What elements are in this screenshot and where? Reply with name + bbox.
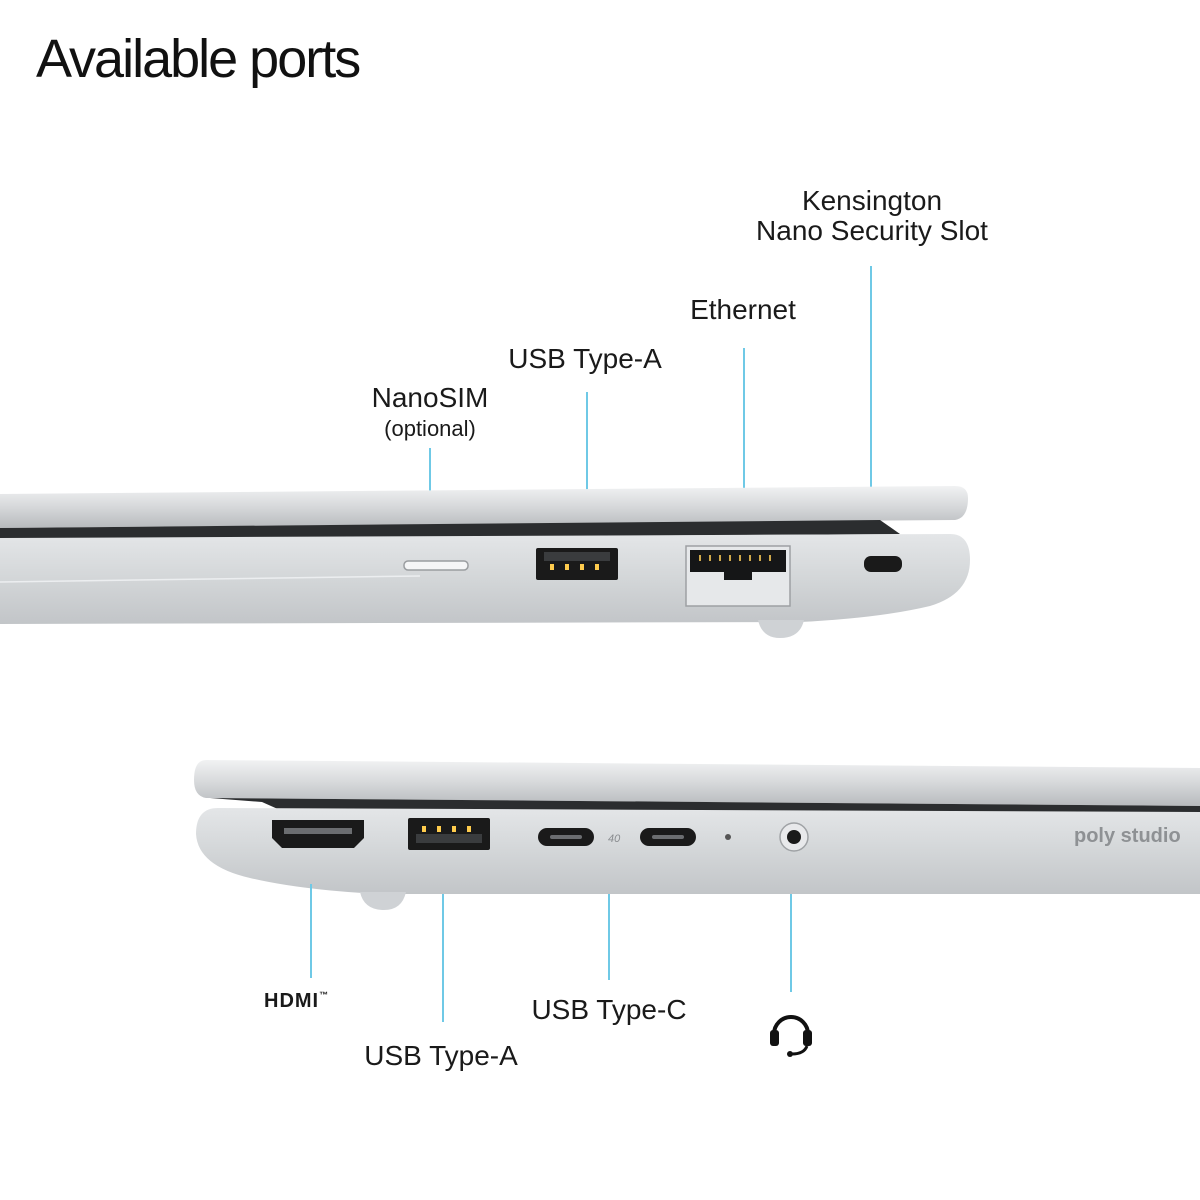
usb-a-leader-top xyxy=(586,392,588,492)
speaker-brand: poly studio xyxy=(1074,825,1181,847)
status-led xyxy=(725,834,731,840)
nanosim-slot xyxy=(403,560,469,571)
lid xyxy=(0,486,968,528)
nanosim-optional-note: (optional) xyxy=(384,416,476,441)
nanosim-label-text: NanoSIM xyxy=(371,382,489,413)
usb-a-port-top xyxy=(536,548,618,580)
page-title: Available ports xyxy=(36,29,361,89)
lid xyxy=(194,760,1200,806)
ethernet-label: Ethernet xyxy=(690,294,796,325)
ethernet-leader xyxy=(743,348,745,492)
foot xyxy=(360,892,406,910)
usb-a-label-bottom: USB Type-A xyxy=(364,1040,518,1071)
kensington-leader xyxy=(870,266,872,492)
laptop-left-side-view: 40 poly studio xyxy=(194,760,1200,910)
kensington-line1: Kensington xyxy=(801,185,943,216)
usb-a-label-top: USB Type-A xyxy=(508,343,662,374)
ethernet-port xyxy=(685,545,791,607)
usb-c-speed-mark: 40 xyxy=(608,833,621,845)
hdmi-logo-text: HDMI xyxy=(264,990,320,1012)
nanosim-label: NanoSIM (optional) xyxy=(360,382,500,442)
base xyxy=(0,534,970,624)
kensington-label: Kensington Nano Security Slot xyxy=(742,186,1002,246)
kensington-slot xyxy=(864,556,902,572)
usb-c-label: USB Type-C xyxy=(531,994,687,1025)
hdmi-tm: ™ xyxy=(319,990,330,1000)
usb-a-leader-bottom xyxy=(442,894,444,1022)
headset-icon xyxy=(770,1015,812,1057)
nanosim-leader xyxy=(429,448,431,492)
audio-leader xyxy=(790,894,792,992)
usb-c-leader xyxy=(608,894,610,980)
hdmi-leader xyxy=(310,884,312,978)
laptop-right-side-view xyxy=(0,486,970,638)
foot xyxy=(758,620,804,638)
usb-a-port-bottom xyxy=(408,818,490,850)
kensington-line2: Nano Security Slot xyxy=(756,215,988,246)
hdmi-logo: HDMI™ xyxy=(264,990,364,1013)
